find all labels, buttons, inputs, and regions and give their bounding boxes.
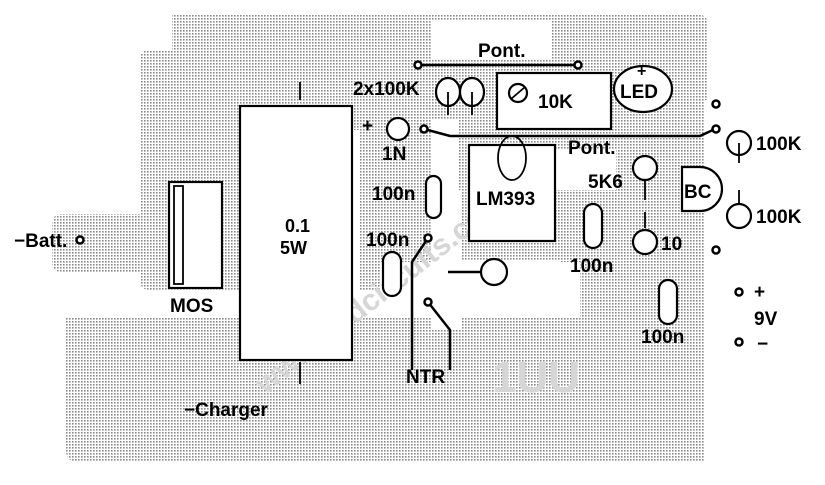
label-bc: BC — [684, 182, 712, 203]
label-10k: 10K — [538, 92, 573, 113]
label-shunt-value: 0.1 — [285, 216, 310, 236]
label-pont-top: Pont. — [478, 41, 526, 62]
label-led-plus: + — [637, 63, 646, 80]
label-100n-c: 100n — [570, 256, 613, 277]
label-shunt-power: 5W — [280, 238, 307, 258]
label-supply-minus: − — [757, 334, 768, 355]
mosfet — [167, 180, 224, 290]
led — [612, 64, 674, 114]
label-10: 10 — [661, 234, 682, 255]
label-100k-a: 100K — [756, 134, 802, 155]
label-1n: 1N — [382, 144, 406, 165]
label-5k6: 5K6 — [588, 172, 623, 193]
capacitor-100n-4 — [657, 278, 679, 326]
thermistor-ntr — [479, 257, 509, 287]
resistor-10 — [631, 228, 659, 256]
label-ntr: NTR — [406, 367, 445, 388]
label-100k-b: 100K — [756, 207, 802, 228]
diode-1n — [385, 116, 411, 142]
label-9v: 9V — [754, 309, 778, 330]
label-pont-right: Pont. — [568, 138, 616, 159]
label-plus-top: + — [362, 116, 373, 137]
resistor-100k-right-2 — [725, 202, 753, 230]
label-supply-plus: + — [754, 282, 765, 303]
resistor-5k6 — [631, 154, 659, 182]
label-2x100k: 2x100K — [353, 79, 420, 100]
label-100n-d: 100n — [641, 327, 684, 348]
capacitor-100n-1 — [424, 174, 443, 220]
label-batt: −Batt. — [14, 231, 67, 252]
shunt-resistor-0.1-5w — [238, 104, 354, 362]
labels: Pont. 2x100K 10K LED + + 1N Pont. 100K 5… — [14, 41, 802, 421]
label-led: LED — [620, 82, 658, 103]
transistor-bc — [680, 165, 724, 213]
label-mos: MOS — [170, 296, 213, 317]
components — [167, 64, 753, 384]
faint-board-text: 1UU — [492, 353, 580, 402]
label-100n-a: 100n — [372, 184, 415, 205]
label-lm393: LM393 — [476, 189, 535, 210]
clearance-gaps — [0, 20, 825, 485]
label-100n-b: 100n — [366, 230, 409, 251]
pads — [75, 60, 744, 347]
capacitor-100n-2 — [381, 250, 403, 298]
capacitor-100n-3 — [582, 202, 604, 250]
label-charger: −Charger — [184, 400, 269, 421]
ic-lm393 — [467, 143, 557, 243]
